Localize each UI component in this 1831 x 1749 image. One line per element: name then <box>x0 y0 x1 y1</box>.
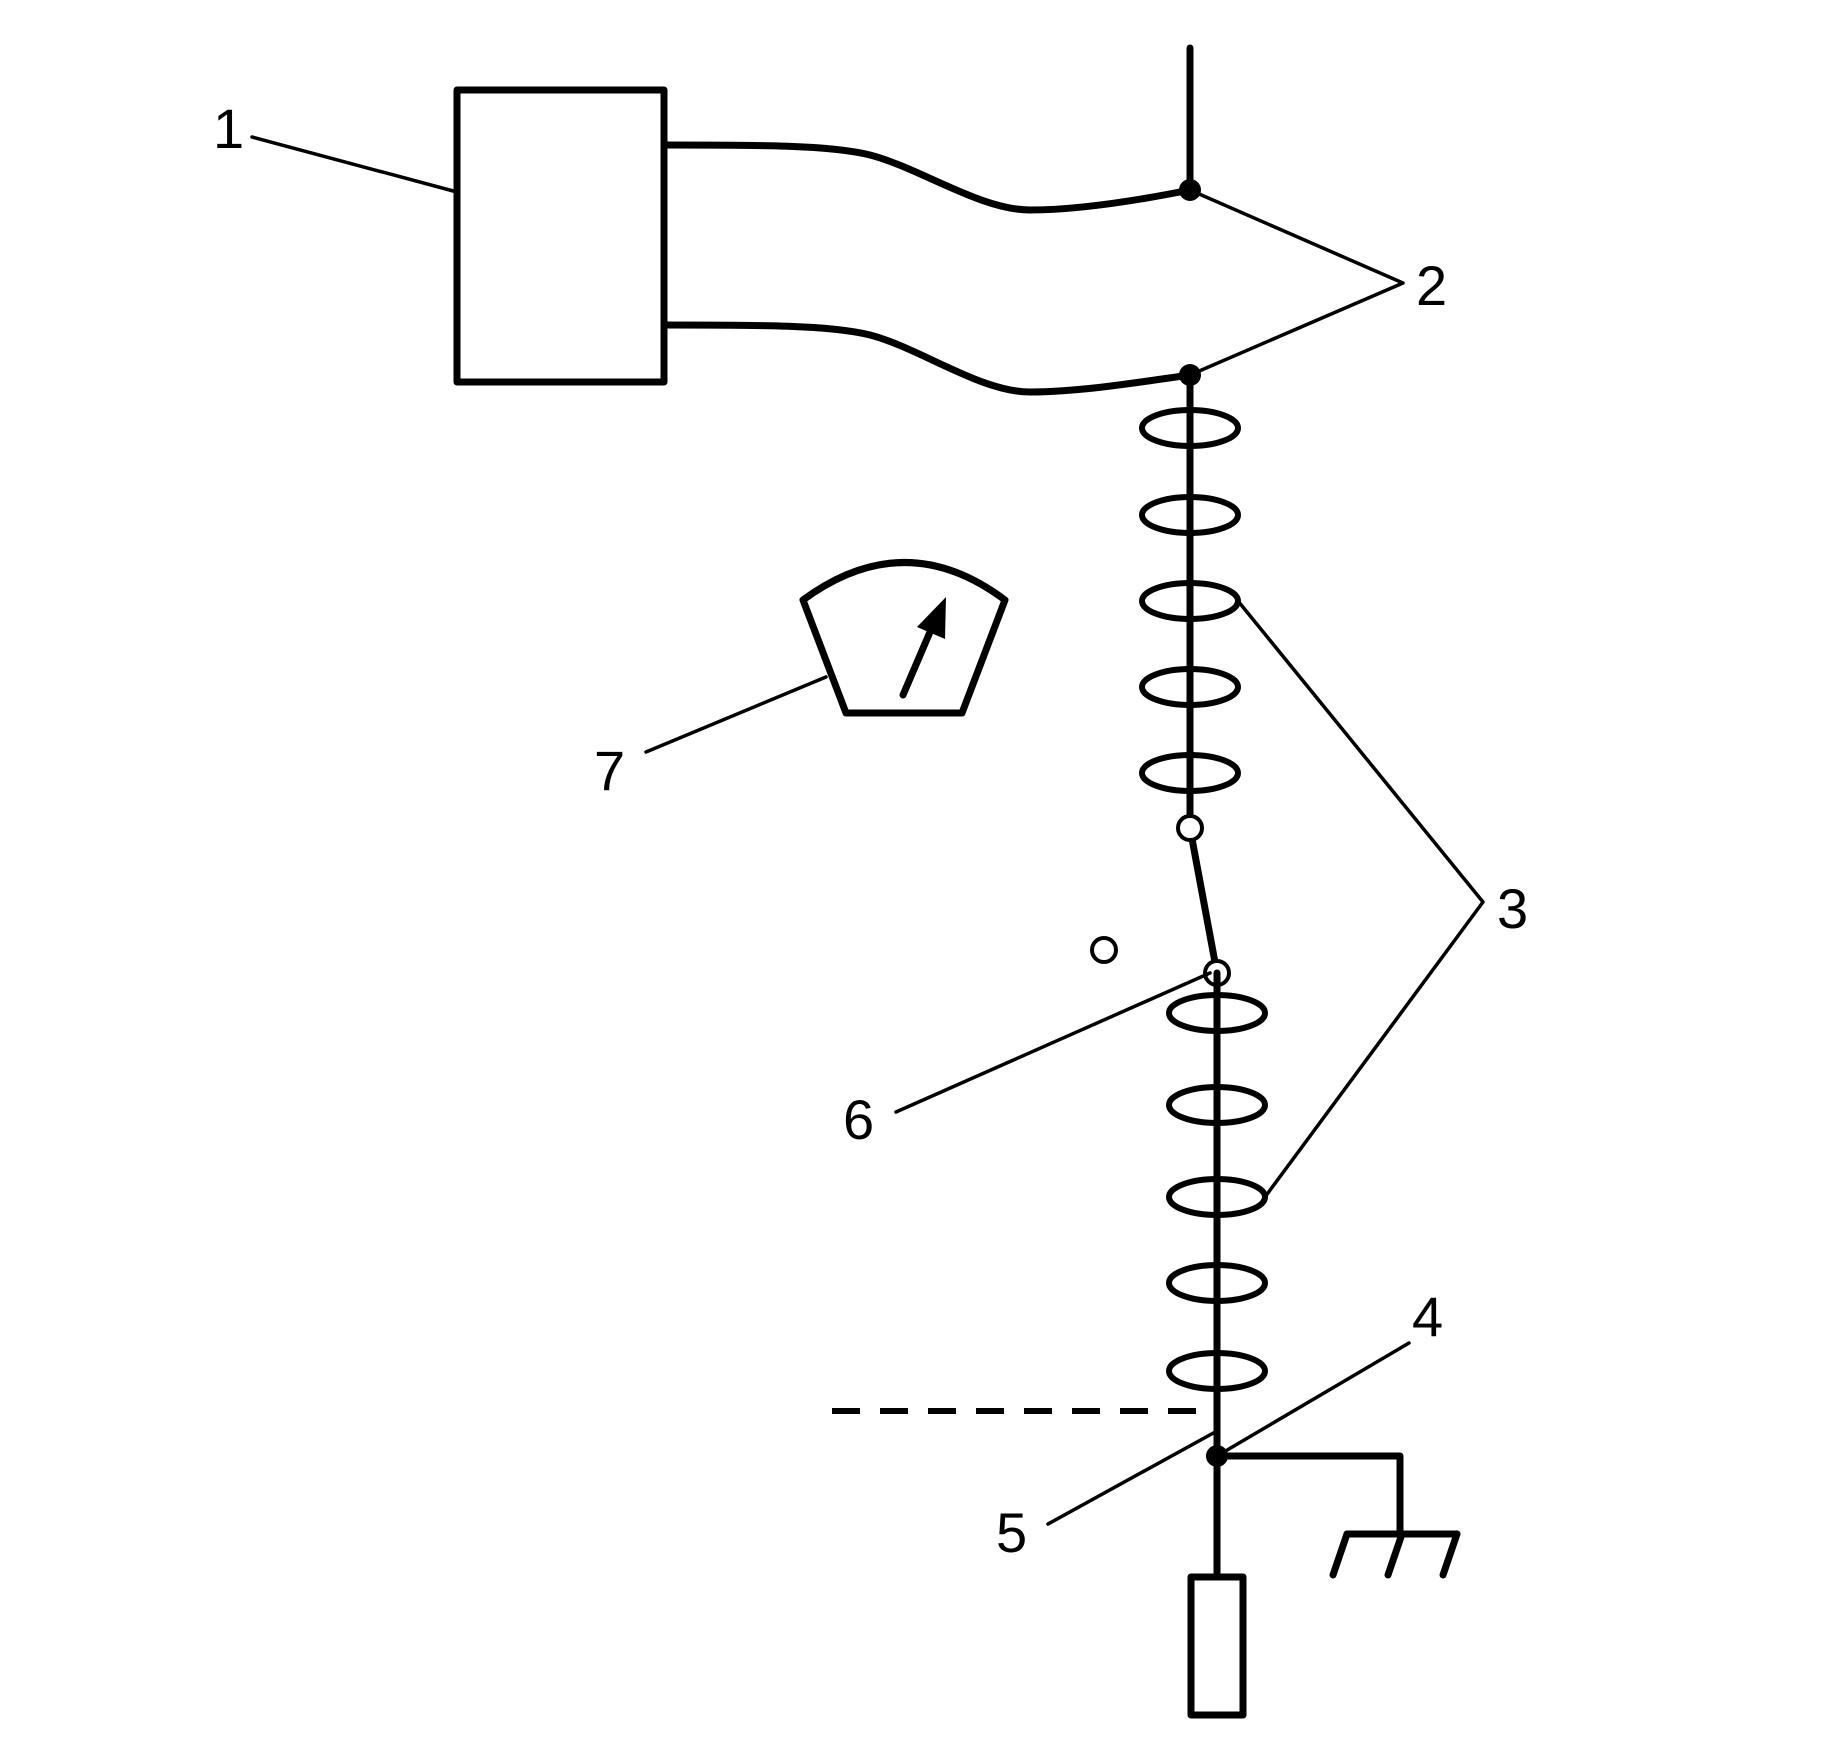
lower-coil-stack <box>1166 992 1268 1392</box>
coil-loop <box>1139 666 1241 708</box>
callout-5: 5 <box>996 1501 1027 1564</box>
coil-loop <box>1139 752 1241 794</box>
module-lower-wire <box>660 321 1194 396</box>
coil-loop <box>1166 1084 1268 1126</box>
callout-2: 2 <box>1416 254 1447 317</box>
leader-6 <box>894 971 1212 1114</box>
callout-6: 6 <box>843 1088 874 1151</box>
leader-2 <box>1188 188 1405 377</box>
callout-7: 7 <box>594 739 625 802</box>
switch-free-contact <box>1090 936 1118 964</box>
ground-icon <box>1329 1530 1461 1579</box>
base-connector <box>1187 1573 1247 1719</box>
coil-loop <box>1166 1350 1268 1392</box>
leader-1 <box>250 135 459 194</box>
gauge-icon <box>799 559 1009 717</box>
coil-loop <box>1139 407 1241 449</box>
leader-3 <box>1236 599 1485 1199</box>
module-box <box>453 86 668 386</box>
coil-loop <box>1139 494 1241 536</box>
callout-1: 1 <box>213 97 244 160</box>
coil-loop <box>1166 1262 1268 1304</box>
callout-4: 4 <box>1412 1285 1443 1348</box>
callout-3: 3 <box>1497 877 1528 940</box>
coil-loop <box>1166 992 1268 1034</box>
switch-upper-contact <box>1176 814 1204 842</box>
leader-5 <box>1046 1429 1219 1526</box>
switch-blade <box>1186 824 1221 977</box>
leader-7 <box>644 675 828 754</box>
module-upper-wire <box>660 141 1194 214</box>
leader-4 <box>1215 1341 1411 1458</box>
ground-lead <box>1213 1452 1404 1538</box>
